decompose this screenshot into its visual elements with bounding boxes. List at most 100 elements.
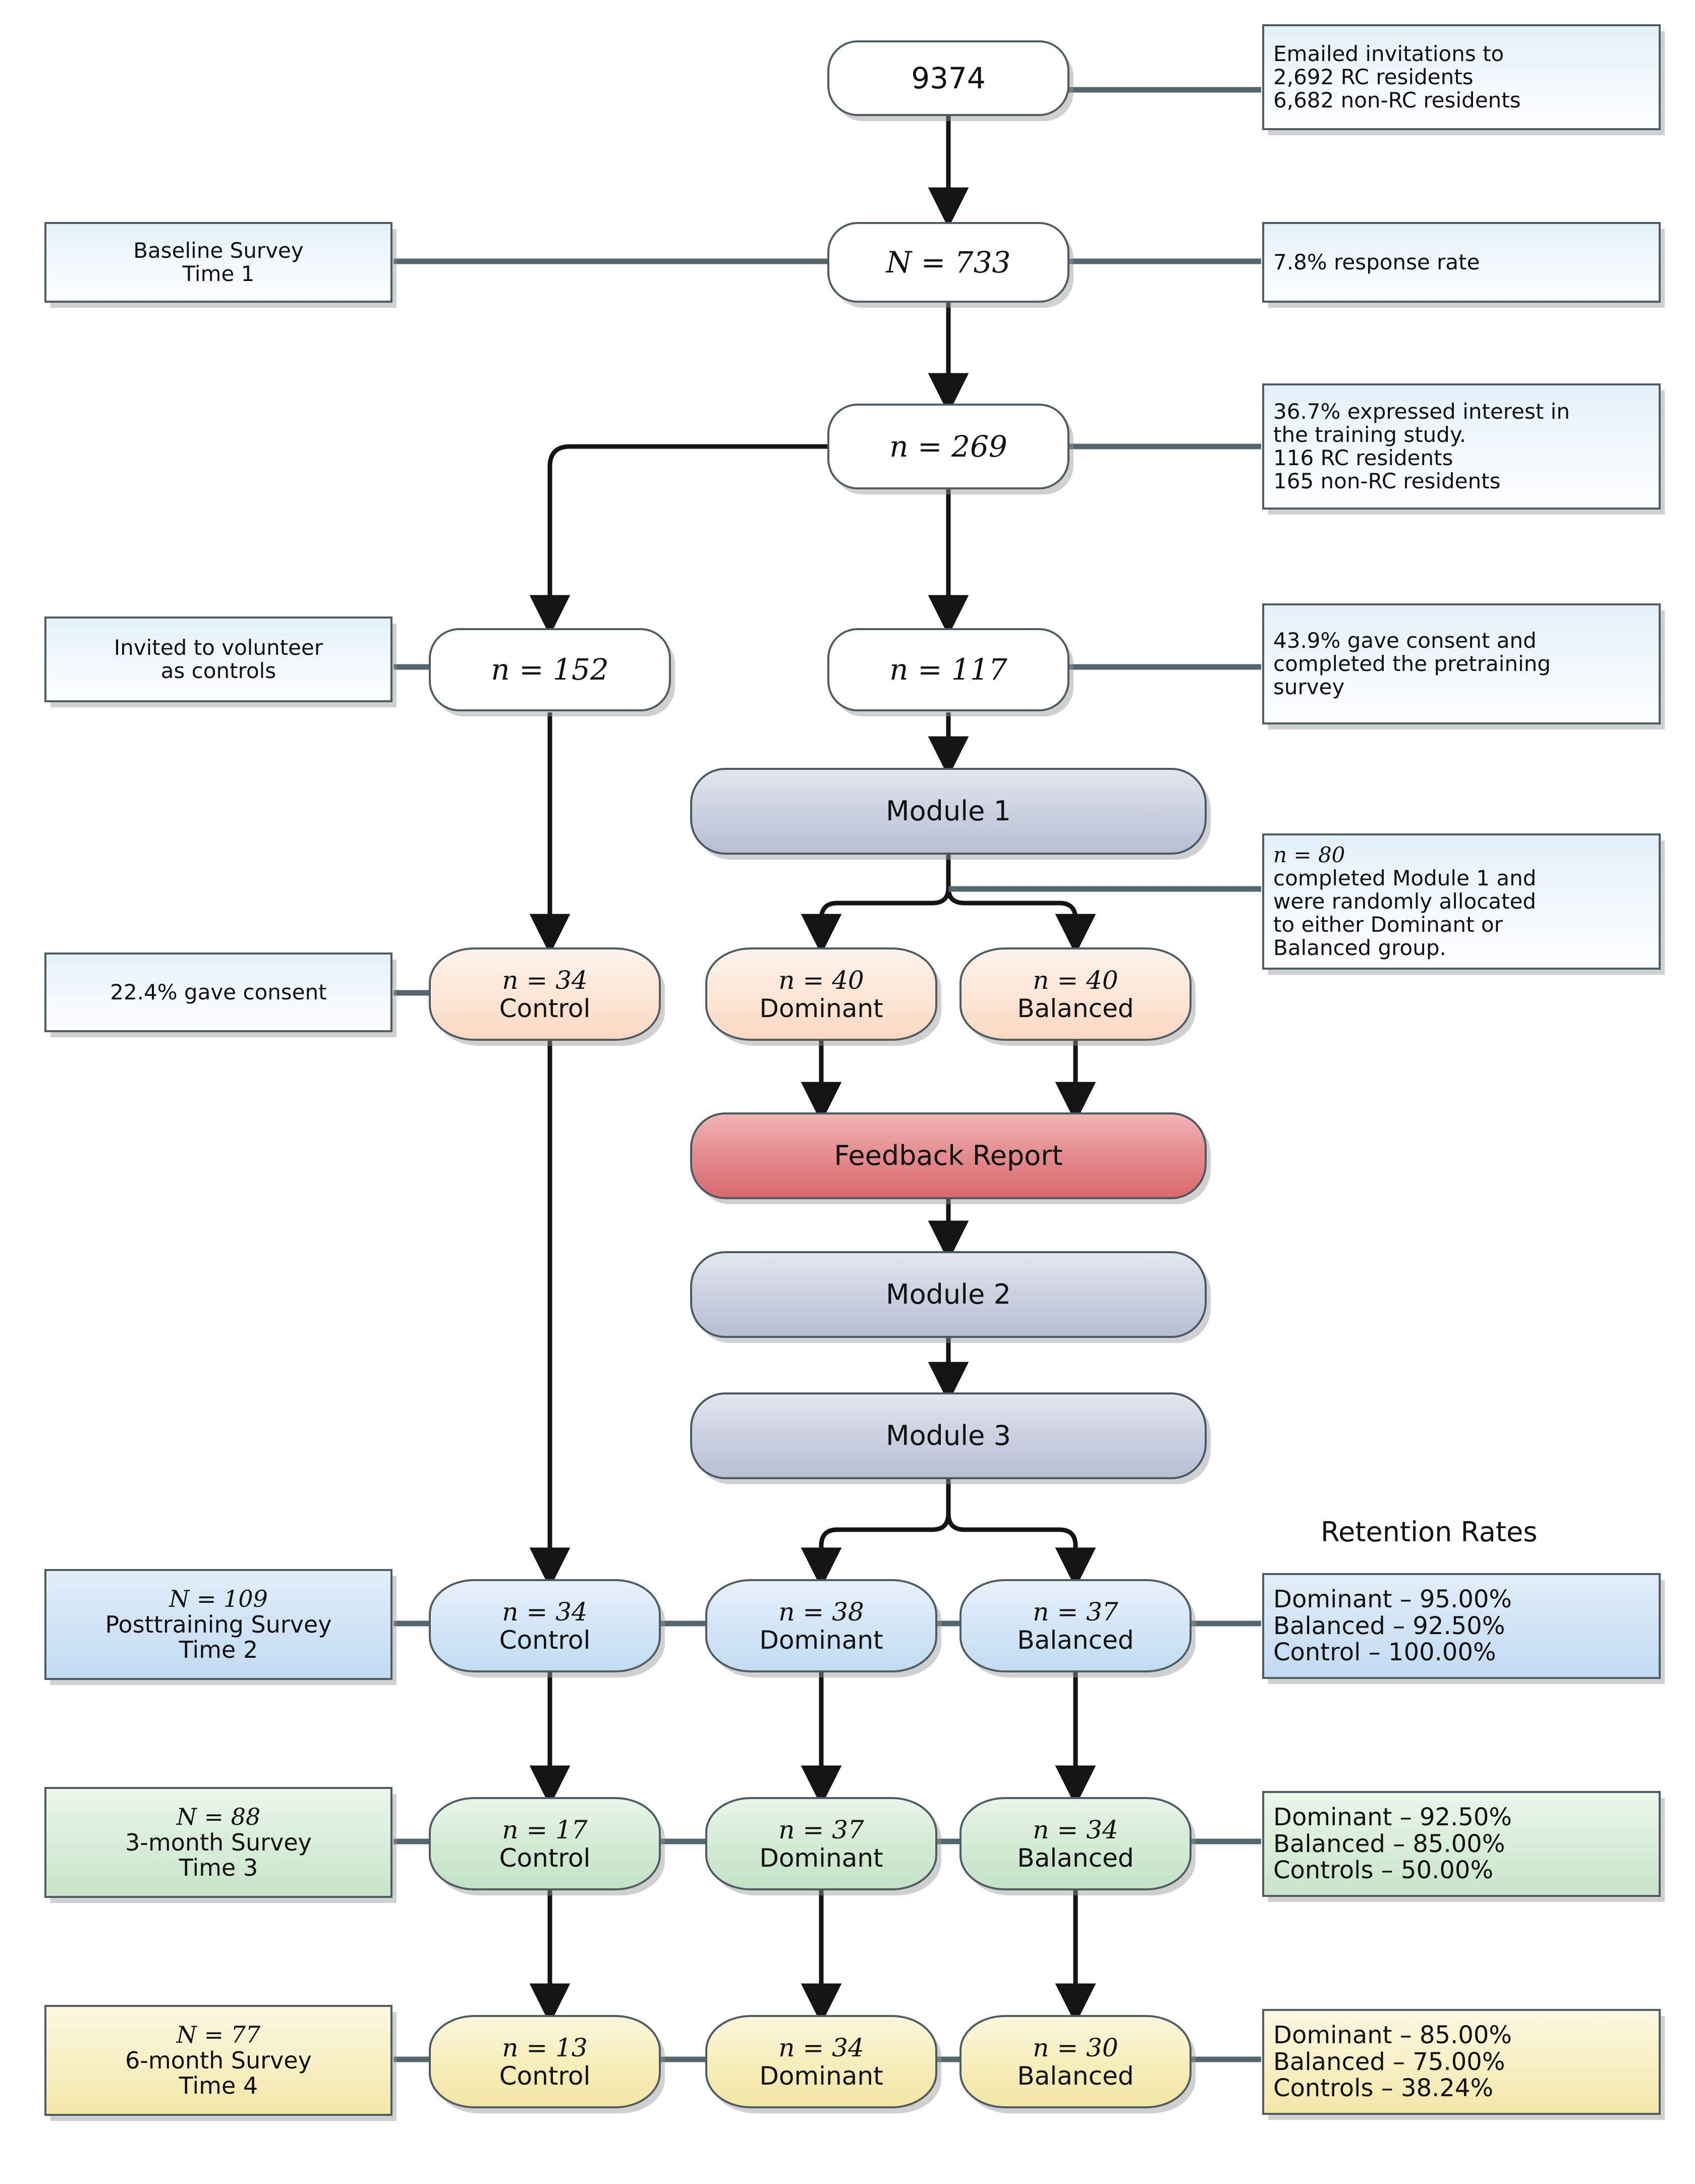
- node-module-2[interactable]: Module 2: [690, 1251, 1207, 1338]
- retention-rates-title-text: Retention Rates: [1321, 1516, 1538, 1548]
- node-baseline-survey[interactable]: N = 733: [827, 222, 1069, 303]
- annotation-invited-controls-line2: as controls: [160, 658, 276, 683]
- annotation-time3-line1: N = 88: [176, 1803, 261, 1831]
- node-time2-balanced[interactable]: n = 37 Balanced: [959, 1579, 1192, 1672]
- node-time2-dominant-group: Dominant: [759, 1625, 883, 1655]
- annotation-randomization-line3: were randomly allocated: [1273, 888, 1537, 914]
- annotation-retention-time2: Dominant – 95.00% Balanced – 92.50% Cont…: [1262, 1573, 1661, 1679]
- annotation-interest-line1: 36.7% expressed interest in: [1273, 399, 1570, 424]
- annotation-emailed-invitations: Emailed invitations to 2,692 RC resident…: [1262, 24, 1661, 130]
- annotation-retention-time3-line1: Dominant – 92.50%: [1273, 1803, 1512, 1831]
- node-feedback-report-label: Feedback Report: [834, 1139, 1063, 1171]
- annotation-randomization-line4: to either Dominant or: [1273, 912, 1503, 937]
- annotation-time4-line1: N = 77: [176, 2021, 261, 2049]
- annotation-retention-time3-line3: Controls – 50.00%: [1273, 1856, 1494, 1885]
- node-time4-balanced-group: Balanced: [1017, 2061, 1134, 2091]
- node-time2-balanced-n: n = 37: [1033, 1597, 1118, 1627]
- node-consented-label: n = 117: [889, 652, 1007, 687]
- node-allocation-control[interactable]: n = 34 Control: [429, 947, 661, 1041]
- node-baseline-survey-label: N = 733: [886, 245, 1011, 279]
- annotation-emailed-line1: Emailed invitations to: [1273, 41, 1504, 66]
- annotation-interest-line2: the training study.: [1273, 422, 1466, 447]
- annotation-control-consent-line1: 22.4% gave consent: [110, 979, 327, 1004]
- retention-rates-title: Retention Rates: [1321, 1516, 1538, 1548]
- node-allocation-dominant[interactable]: n = 40 Dominant: [705, 947, 937, 1041]
- node-time4-dominant[interactable]: n = 34 Dominant: [705, 2015, 937, 2108]
- node-module-1[interactable]: Module 1: [690, 768, 1207, 855]
- annotation-time2-line1: N = 109: [169, 1585, 268, 1613]
- annotation-baseline-survey-line1: Baseline Survey: [133, 238, 304, 263]
- annotation-time2-label: N = 109 Posttraining Survey Time 2: [44, 1569, 392, 1680]
- node-controls-pool-label: n = 152: [491, 652, 609, 687]
- annotation-retention-time4-line3: Controls – 38.24%: [1273, 2074, 1494, 2103]
- node-time3-balanced-group: Balanced: [1017, 1843, 1134, 1873]
- annotation-retention-time4-line1: Dominant – 85.00%: [1273, 2021, 1512, 2049]
- annotation-time4-label: N = 77 6-month Survey Time 4: [44, 2005, 392, 2116]
- annotation-retention-time4: Dominant – 85.00% Balanced – 75.00% Cont…: [1262, 2009, 1661, 2115]
- node-time3-control[interactable]: n = 17 Control: [429, 1797, 661, 1890]
- node-feedback-report[interactable]: Feedback Report: [690, 1112, 1207, 1199]
- node-time3-dominant-n: n = 37: [778, 1815, 864, 1844]
- node-time3-control-n: n = 17: [502, 1815, 588, 1844]
- node-time4-control-n: n = 13: [502, 2033, 588, 2062]
- node-time2-control[interactable]: n = 34 Control: [429, 1579, 661, 1672]
- node-allocation-dominant-group: Dominant: [759, 993, 883, 1023]
- annotation-time4-line3: Time 4: [179, 2072, 258, 2100]
- annotation-retention-time2-line1: Dominant – 95.00%: [1273, 1585, 1512, 1613]
- annotation-consent-line1: 43.9% gave consent and: [1273, 628, 1537, 653]
- annotation-consent-line3: survey: [1273, 675, 1345, 700]
- annotation-randomization: n = 80 completed Module 1 and were rando…: [1262, 833, 1661, 970]
- node-time2-dominant[interactable]: n = 38 Dominant: [705, 1579, 937, 1672]
- annotation-response-rate: 7.8% response rate: [1262, 222, 1661, 303]
- node-module-3-label: Module 3: [886, 1419, 1011, 1451]
- node-time4-dominant-n: n = 34: [778, 2033, 864, 2062]
- node-interested[interactable]: n = 269: [827, 404, 1069, 489]
- annotation-interest-line4: 165 non-RC residents: [1273, 469, 1501, 494]
- annotation-retention-time2-line3: Control – 100.00%: [1273, 1638, 1496, 1667]
- node-invited-total-label: 9374: [911, 61, 986, 95]
- node-module-2-label: Module 2: [886, 1278, 1011, 1310]
- node-time3-balanced-n: n = 34: [1033, 1815, 1118, 1844]
- node-module-3[interactable]: Module 3: [690, 1392, 1207, 1479]
- annotation-retention-time3: Dominant – 92.50% Balanced – 85.00% Cont…: [1262, 1791, 1661, 1897]
- annotation-randomization-line2: completed Module 1 and: [1273, 865, 1537, 890]
- annotation-time3-line3: Time 3: [179, 1854, 258, 1882]
- node-invited-total[interactable]: 9374: [827, 40, 1069, 116]
- annotation-interest-line3: 116 RC residents: [1273, 445, 1453, 470]
- node-time3-balanced[interactable]: n = 34 Balanced: [959, 1797, 1192, 1890]
- annotation-consent: 43.9% gave consent and completed the pre…: [1262, 603, 1661, 724]
- annotation-retention-time3-line2: Balanced – 85.00%: [1273, 1829, 1505, 1858]
- annotation-time3-label: N = 88 3-month Survey Time 3: [44, 1787, 392, 1898]
- node-allocation-balanced-n: n = 40: [1033, 965, 1118, 995]
- annotation-invited-controls-line1: Invited to volunteer: [114, 635, 323, 660]
- node-allocation-balanced-group: Balanced: [1017, 993, 1134, 1023]
- node-controls-pool[interactable]: n = 152: [429, 628, 671, 711]
- node-allocation-control-group: Control: [499, 993, 591, 1023]
- annotation-emailed-line3: 6,682 non-RC residents: [1273, 88, 1521, 113]
- node-allocation-balanced[interactable]: n = 40 Balanced: [959, 947, 1192, 1041]
- node-time2-dominant-n: n = 38: [778, 1597, 864, 1627]
- node-time4-dominant-group: Dominant: [759, 2061, 883, 2091]
- annotation-randomization-line5: Balanced group.: [1273, 935, 1446, 961]
- annotation-time2-line3: Time 2: [179, 1636, 258, 1664]
- node-time4-control[interactable]: n = 13 Control: [429, 2015, 661, 2108]
- annotation-randomization-line1: n = 80: [1273, 842, 1345, 867]
- annotation-baseline-survey: Baseline Survey Time 1: [44, 222, 392, 303]
- annotation-retention-time4-line2: Balanced – 75.00%: [1273, 2047, 1505, 2076]
- node-time3-dominant-group: Dominant: [759, 1843, 883, 1873]
- node-time4-balanced[interactable]: n = 30 Balanced: [959, 2015, 1192, 2108]
- annotation-control-consent: 22.4% gave consent: [44, 953, 392, 1032]
- node-module-1-label: Module 1: [886, 795, 1011, 827]
- annotation-retention-time2-line2: Balanced – 92.50%: [1273, 1611, 1505, 1640]
- node-time2-balanced-group: Balanced: [1017, 1625, 1134, 1655]
- node-interested-label: n = 269: [889, 429, 1007, 464]
- node-time2-control-n: n = 34: [502, 1597, 588, 1627]
- annotation-interest: 36.7% expressed interest in the training…: [1262, 383, 1661, 510]
- node-allocation-dominant-n: n = 40: [778, 965, 864, 995]
- annotation-emailed-line2: 2,692 RC residents: [1273, 64, 1474, 89]
- node-time4-balanced-n: n = 30: [1033, 2033, 1118, 2062]
- node-time3-dominant[interactable]: n = 37 Dominant: [705, 1797, 937, 1890]
- annotation-time2-line2: Posttraining Survey: [105, 1610, 332, 1638]
- node-consented[interactable]: n = 117: [827, 628, 1069, 711]
